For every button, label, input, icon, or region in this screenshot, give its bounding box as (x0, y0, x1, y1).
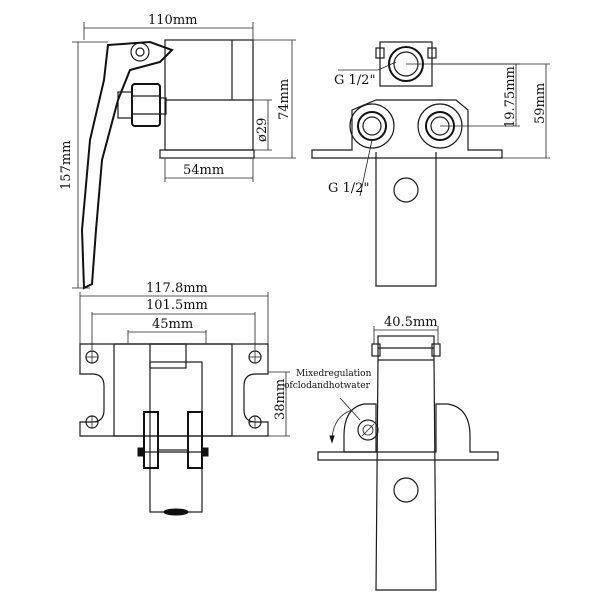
screw-hole-tr (248, 350, 262, 364)
top-mount-plate (79, 343, 269, 437)
dim-1178: 117.8mm (79, 281, 269, 344)
dim-g-bottom-label: G 1/2" (328, 181, 369, 196)
dim-g-top-label: G 1/2" (334, 73, 375, 88)
side-nut-stub (117, 91, 133, 119)
rear-top-ear-left (371, 343, 381, 357)
screw-hole-br (248, 415, 262, 429)
dim-405: 40.5mm (373, 315, 439, 344)
top-axle-cap-right (201, 447, 209, 457)
dim-g-top: G 1/2" (334, 61, 397, 88)
front-top-ear-left (375, 47, 385, 59)
rotation-arrow (331, 409, 353, 439)
dim-1975: 19.75mm (406, 63, 520, 128)
dim-45-label: 45mm (152, 317, 193, 332)
rear-regulator-inner (362, 424, 374, 436)
top-hinge-pin (157, 435, 189, 451)
dim-54-label: 54mm (183, 163, 224, 178)
top-hinge-right (187, 411, 203, 469)
dim-110-label: 110mm (148, 13, 197, 28)
front-left-port-outer (357, 111, 387, 141)
rear-regulator-slot (361, 423, 375, 437)
front-left-port-housing (349, 103, 395, 149)
side-base (159, 149, 255, 159)
dim-38-label: 38mm (273, 379, 288, 420)
top-pedal-tip (163, 508, 189, 516)
dim-g-bottom: G 1/2" (328, 139, 373, 197)
top-center-notch (149, 343, 187, 369)
side-nut (131, 83, 161, 127)
dim-157-label: 157mm (59, 141, 74, 190)
front-view: G 1/2" G 1/2" 19.75mm 59mm (311, 41, 550, 287)
lever-pivot-outer (130, 42, 150, 62)
front-pedal (375, 152, 437, 287)
rear-pedal-hole (393, 477, 419, 503)
rear-base-right (317, 403, 499, 461)
top-hinge-left (143, 411, 159, 469)
rear-pedal (375, 359, 437, 591)
side-body (164, 39, 254, 151)
dim-38: 38mm (268, 371, 290, 437)
side-lever (80, 40, 174, 290)
dim-59-label: 59mm (533, 83, 548, 124)
regulation-leader (339, 397, 361, 421)
side-nut-neck (159, 97, 167, 115)
note-line-1: Mixedregulation (296, 369, 372, 379)
front-pedal-hole (393, 177, 419, 203)
rear-regulator-outer (357, 419, 379, 441)
note-line-2: ofclodandhotwater (284, 381, 371, 391)
screw-hole-tl (85, 350, 99, 364)
dim-405-label: 40.5mm (384, 315, 438, 330)
front-top-ear-right (427, 47, 437, 59)
dim-1975-label: 19.75mm (503, 66, 518, 128)
rotation-arrow-head (329, 435, 335, 444)
screw-hole-bl (85, 415, 99, 429)
top-view: 117.8mm 101.5mm 45mm 38mm (79, 281, 290, 516)
dim-1178-label: 117.8mm (146, 281, 208, 296)
dim-dia-29: ø29 (253, 99, 272, 151)
rear-base-left (343, 403, 377, 453)
dim-74: 74mm (253, 39, 296, 159)
dim-54: 54mm (164, 158, 254, 182)
rear-top-ear-right (431, 343, 441, 357)
front-base-plate (311, 99, 503, 159)
side-view: 110mm 157mm 74mm ø29 54mm (59, 13, 296, 290)
dim-157: 157mm (59, 41, 108, 289)
dim-dia-29-label: ø29 (255, 118, 270, 142)
top-axle-cap-left (137, 447, 145, 457)
rear-view: 40.5mm Mixedregulation ofclodandhotwater (284, 315, 499, 591)
dim-110: 110mm (83, 13, 254, 40)
top-inner-body (113, 343, 233, 437)
lever-pivot-inner (135, 47, 145, 57)
dim-1015: 101.5mm (91, 298, 256, 350)
dim-45: 45mm (127, 317, 207, 344)
dim-1015-label: 101.5mm (146, 298, 208, 313)
dim-59: 59mm (432, 63, 550, 159)
dim-74-label: 74mm (277, 79, 292, 120)
front-left-port-inner (362, 116, 382, 136)
